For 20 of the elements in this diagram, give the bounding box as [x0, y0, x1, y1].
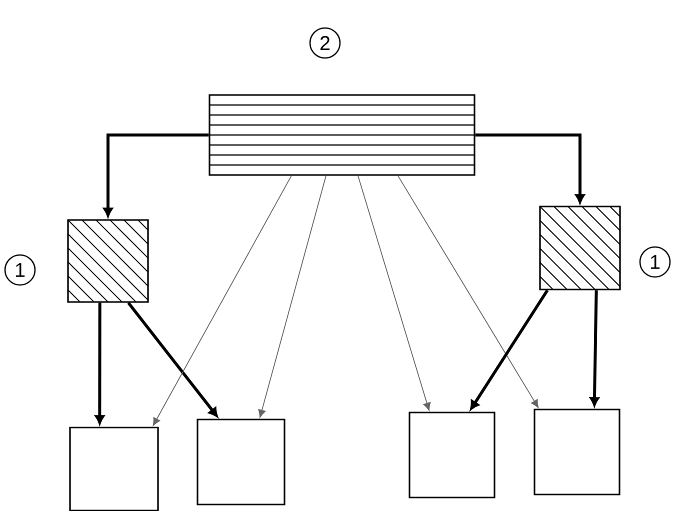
callout-number: 1 — [4, 254, 36, 286]
hatched-box — [67, 219, 149, 303]
arrow — [258, 175, 326, 418]
arrow — [152, 175, 292, 426]
arrow — [475, 134, 585, 204]
hatched-box — [539, 206, 621, 290]
arrow — [470, 289, 549, 410]
empty-box — [69, 426, 159, 511]
empty-box — [408, 412, 496, 498]
empty-box — [196, 418, 286, 506]
arrow — [95, 302, 104, 424]
arrow — [127, 302, 218, 417]
arrow — [358, 175, 431, 411]
empty-box — [534, 408, 620, 496]
arrow — [103, 134, 209, 217]
callout-number: 1 — [639, 246, 671, 278]
callout-number: 2 — [309, 27, 341, 59]
arrow — [398, 175, 539, 408]
arrow — [590, 290, 600, 406]
striped-box — [208, 94, 476, 176]
